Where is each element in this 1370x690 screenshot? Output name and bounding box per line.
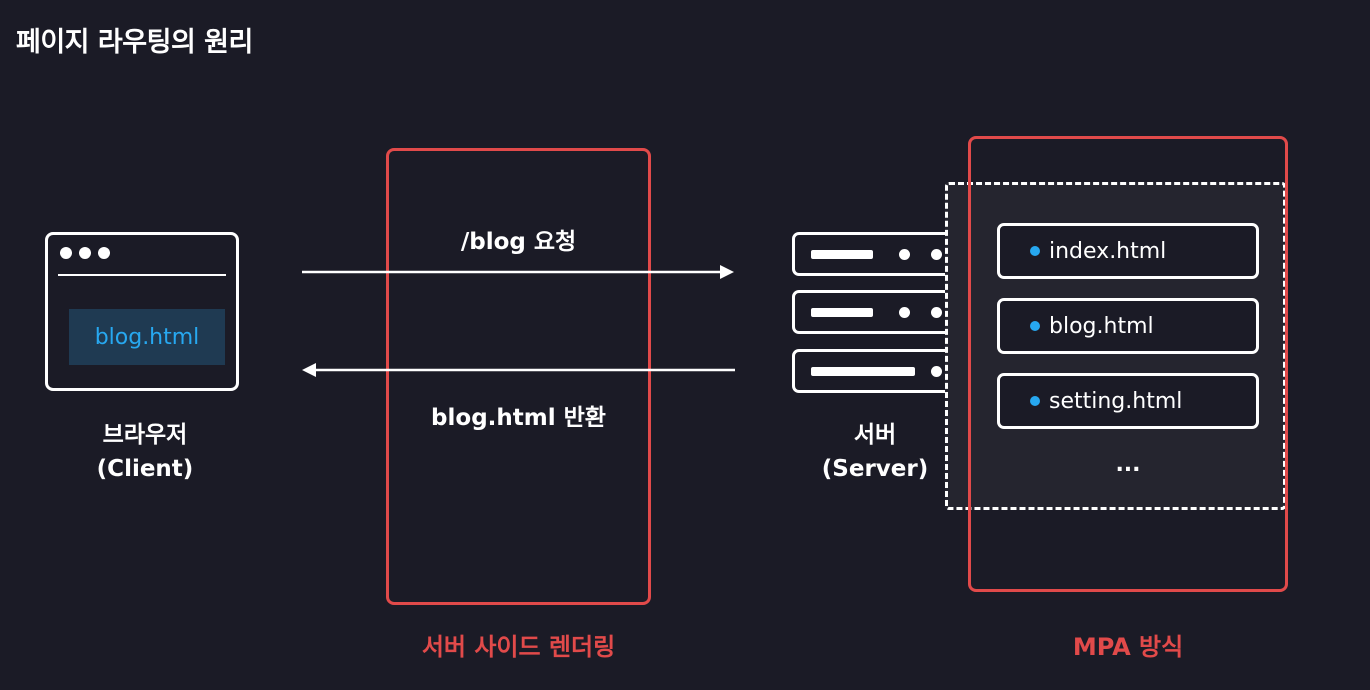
file-name: setting.html [1049, 388, 1183, 414]
client-label: 브라우저 (Client) [45, 418, 245, 486]
file-item: blog.html [997, 298, 1259, 354]
file-name: index.html [1049, 238, 1167, 264]
browser-page-label: blog.html [69, 309, 225, 365]
request-arrow [302, 265, 734, 279]
response-arrow [302, 363, 735, 377]
bullet-icon [1030, 321, 1040, 331]
server-label: 서버 (Server) [800, 418, 950, 486]
server-rack-icon [792, 232, 958, 276]
more-files-ellipsis: ... [1115, 452, 1141, 477]
bullet-icon [1030, 396, 1040, 406]
window-controls [60, 247, 110, 259]
window-divider [58, 274, 226, 276]
client-subname: (Client) [96, 456, 194, 482]
request-label: /blog 요청 [460, 229, 577, 255]
server-name: 서버 [853, 422, 897, 448]
mpa-label: MPA 방식 [1072, 633, 1184, 661]
bullet-icon [1030, 246, 1040, 256]
window-dot [60, 247, 72, 259]
file-item: index.html [997, 223, 1259, 279]
page-title: 페이지 라우팅의 원리 [16, 27, 253, 58]
server-rack-icon [792, 349, 958, 393]
file-item: setting.html [997, 373, 1259, 429]
window-dot [79, 247, 91, 259]
browser-window-icon: blog.html [45, 232, 239, 391]
ssr-label: 서버 사이드 렌더링 [421, 633, 616, 661]
server-subname: (Server) [821, 456, 929, 482]
file-name: blog.html [1049, 313, 1154, 339]
window-dot [98, 247, 110, 259]
client-name: 브라우저 [102, 422, 188, 448]
mpa-highlight-box [968, 136, 1288, 592]
server-rack-icon [792, 290, 958, 334]
ssr-highlight-box [386, 148, 651, 605]
response-label: blog.html 반환 [431, 405, 606, 431]
